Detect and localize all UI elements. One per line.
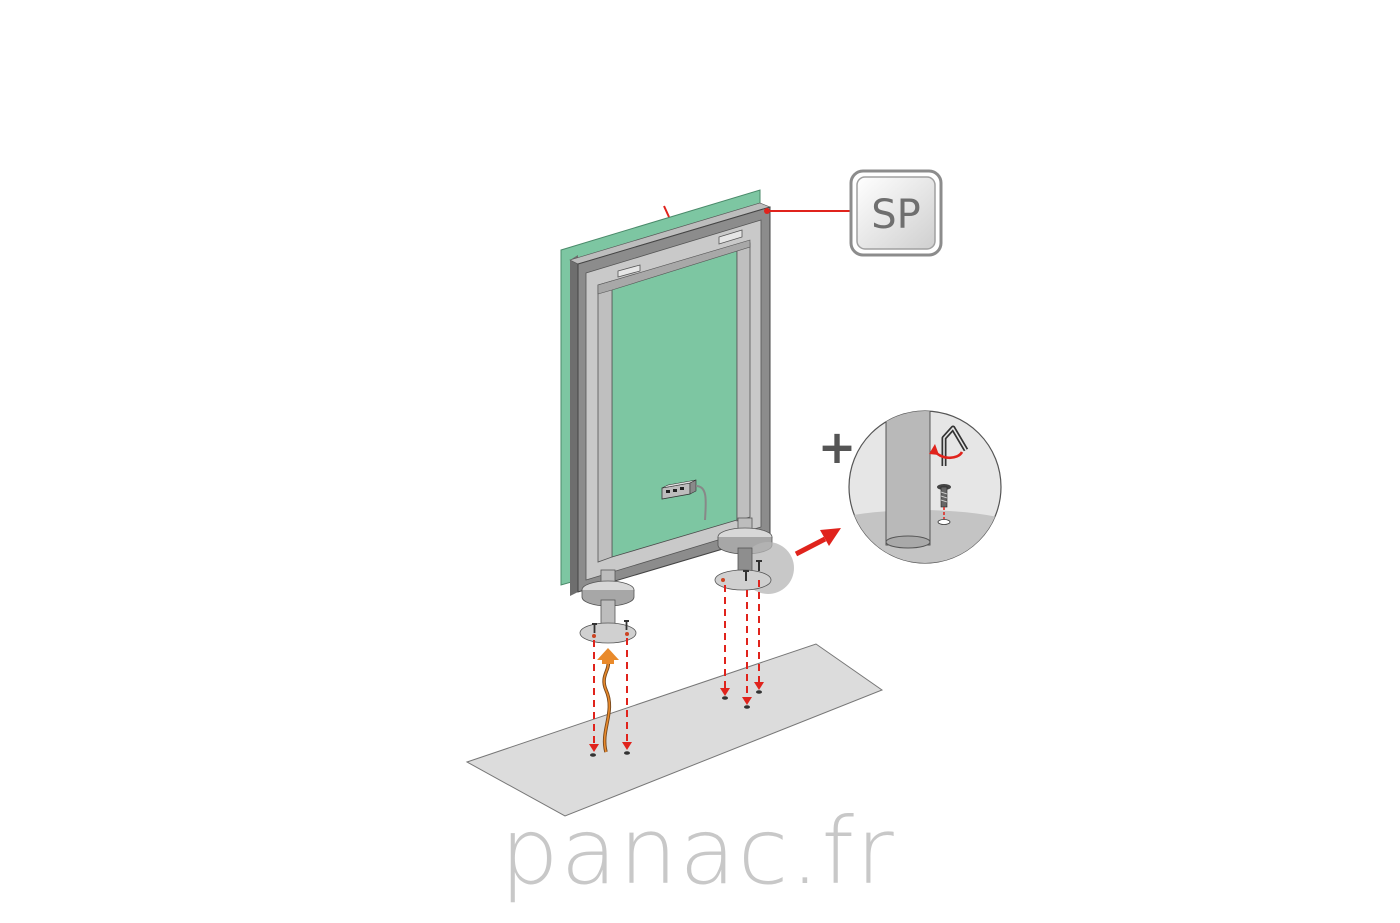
cable-up-arrow [597, 648, 619, 664]
frame-side [570, 255, 578, 596]
plus-icon: + [818, 420, 857, 474]
floor-holes [590, 690, 762, 757]
fixing-arrowheads [589, 682, 764, 752]
screw-icon [743, 560, 762, 581]
left-rail [597, 280, 613, 563]
right-rail [736, 242, 751, 522]
power-cable [695, 485, 707, 521]
screw-icon [592, 620, 629, 633]
floor-plate [465, 643, 884, 817]
top-marker [663, 205, 670, 218]
sp-badge-label: SP [871, 192, 921, 238]
poster-area [611, 246, 738, 558]
brand-watermark: panac.fr [500, 798, 896, 905]
detail-zoom [848, 410, 1002, 564]
slot-left [617, 264, 641, 278]
fixing-guides [593, 580, 760, 748]
sp-badge: SP [849, 169, 943, 257]
top-rail [597, 239, 751, 295]
pointer-arrow-icon [794, 528, 841, 557]
power-supply [661, 479, 707, 521]
right-post [714, 517, 794, 594]
slot-right [718, 229, 743, 245]
